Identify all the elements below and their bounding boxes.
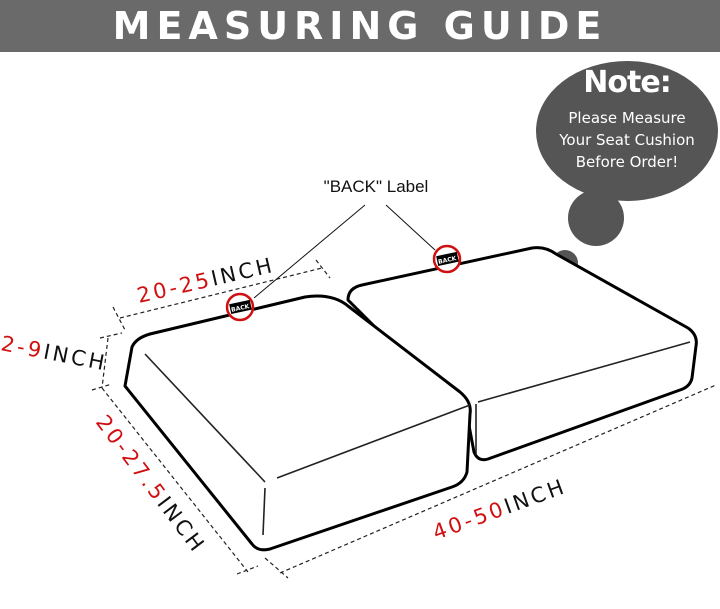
back-label-callout: "BACK" Label BACK BACK [225, 177, 462, 322]
page-title: MEASURING GUIDE [112, 4, 608, 48]
height-label: 2-9INCH [0, 331, 109, 375]
svg-text:BACK: BACK [231, 303, 251, 314]
header-banner: MEASURING GUIDE [0, 0, 720, 52]
back-tag-left: BACK [225, 292, 255, 322]
bubble-dot-large [568, 190, 624, 246]
note-line-2: Your Seat Cushion [558, 131, 695, 149]
back-tag-right: BACK [432, 244, 462, 274]
right-cushion [346, 246, 698, 462]
dimension-lines [91, 259, 717, 579]
note-line-3: Before Order! [576, 153, 678, 171]
depth-top-label: 20-25INCH [135, 253, 277, 308]
note-bubble: Note: Please Measure Your Seat Cushion B… [536, 61, 718, 276]
back-label-caption: "BACK" Label [324, 177, 429, 196]
note-line-1: Please Measure [568, 109, 685, 127]
left-cushion [123, 294, 472, 552]
note-heading: Note: [583, 65, 670, 100]
svg-text:BACK: BACK [438, 255, 458, 266]
